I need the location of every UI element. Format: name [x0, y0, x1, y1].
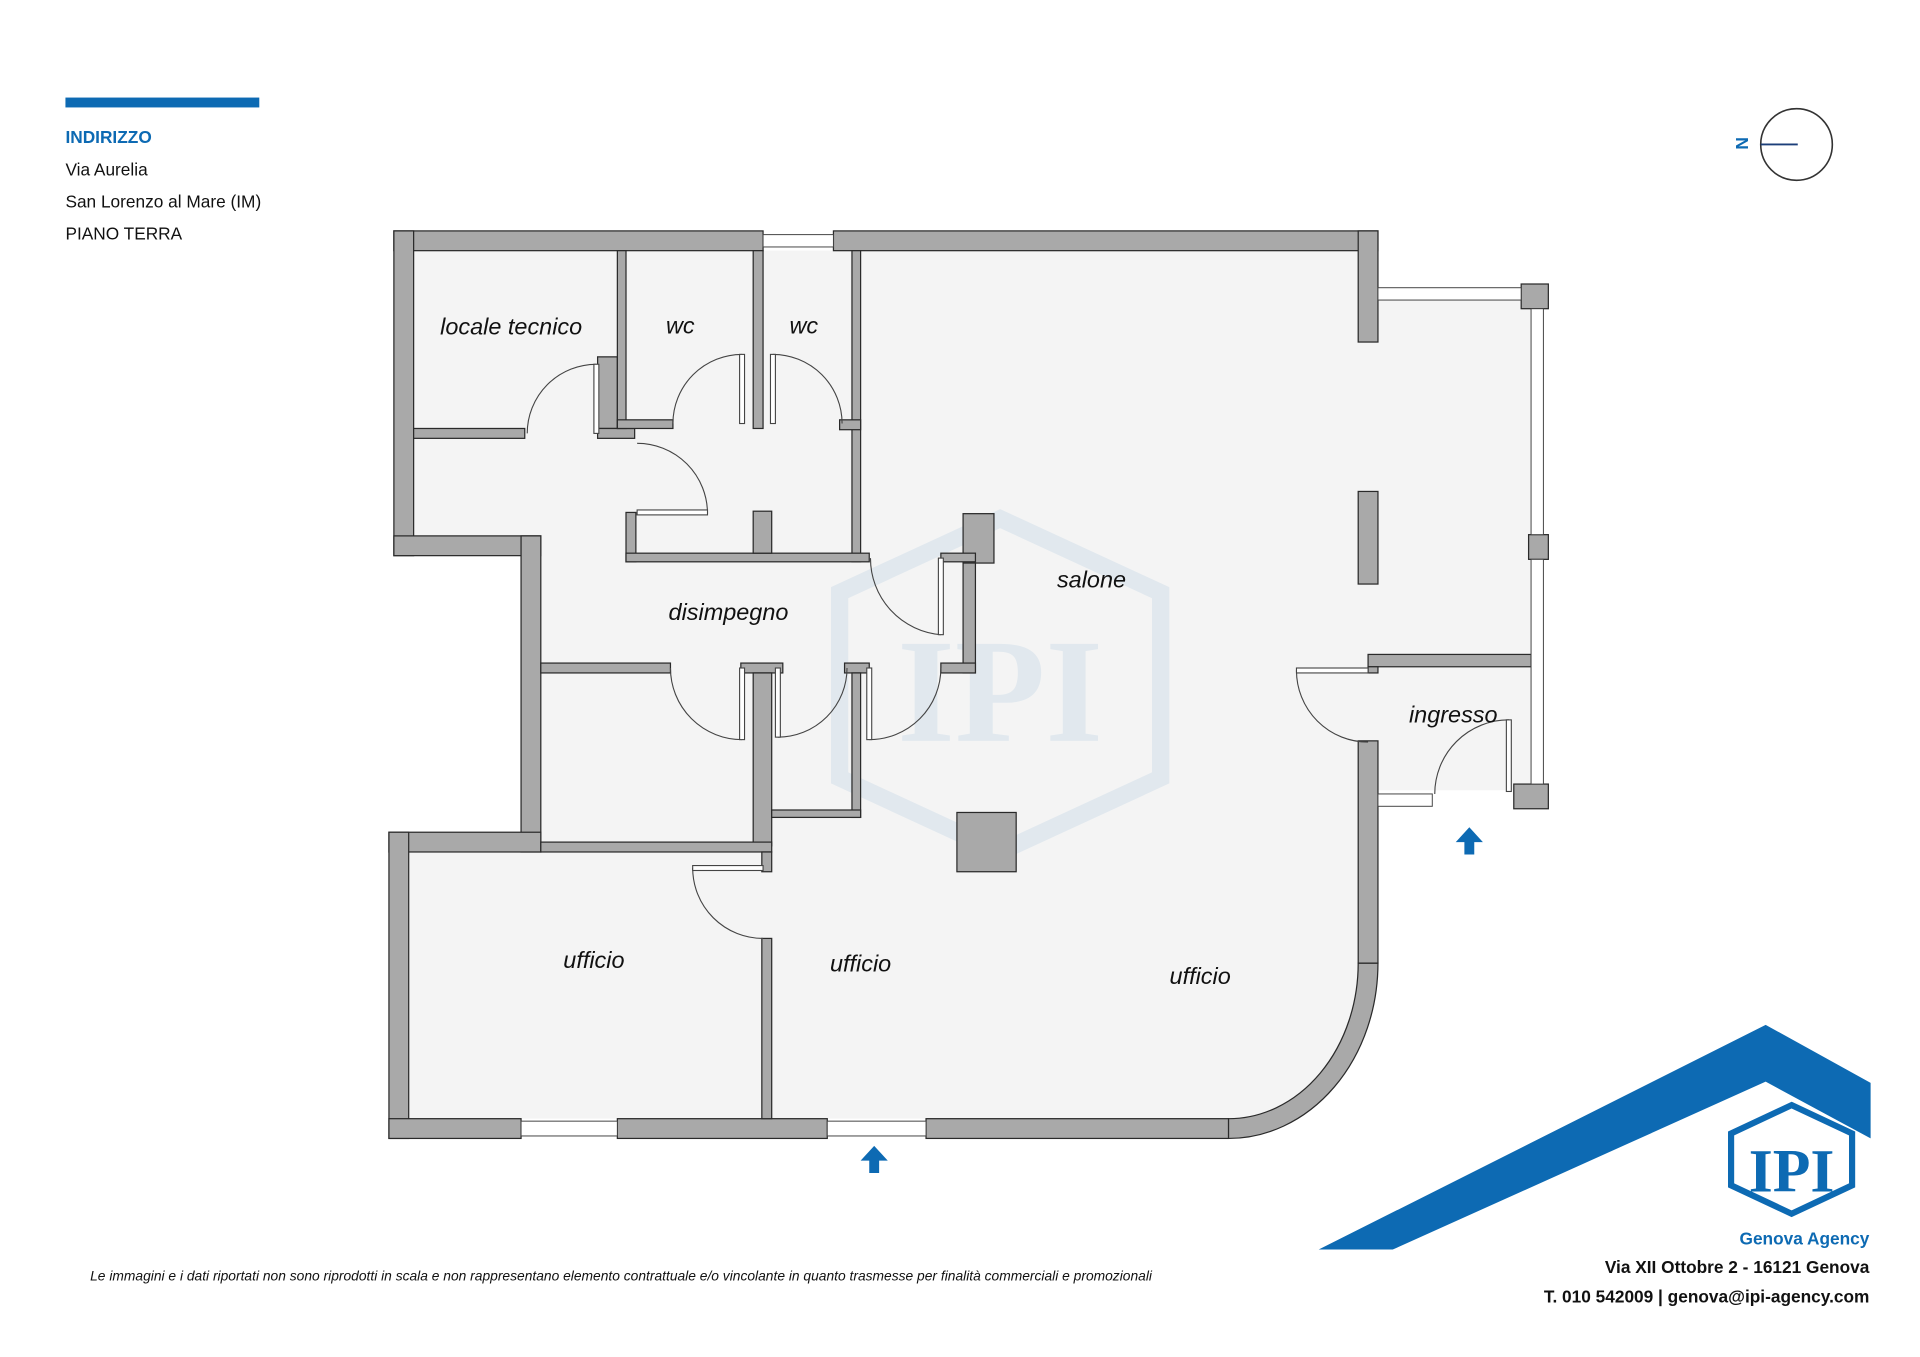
entrance-arrow-icon [1455, 827, 1483, 855]
svg-text:IPI: IPI [897, 610, 1103, 774]
doors [526, 353, 1512, 939]
agency-contact: T. 010 542009 | genova@ipi-agency.com [1544, 1287, 1870, 1307]
floor-level: PIANO TERRA [65, 224, 182, 244]
agency-address: Via XII Ottobre 2 - 16121 Genova [1605, 1257, 1870, 1277]
disclaimer-text: Le immagini e i dati riportati non sono … [90, 1267, 1153, 1283]
room-label-locale-tecnico: locale tecnico [440, 314, 582, 340]
structural-column [956, 811, 1017, 873]
walls [388, 230, 1549, 1140]
room-label-ufficio-2: ufficio [830, 951, 891, 977]
compass-icon: N [1732, 107, 1834, 182]
room-label-ingresso: ingresso [1409, 701, 1498, 727]
entrance-arrow-icon [860, 1145, 888, 1174]
address-city: San Lorenzo al Mare (IM) [65, 191, 261, 211]
logo-ipi-text: IPI [1749, 1138, 1835, 1206]
header-accent-bar [65, 97, 260, 108]
agency-logo: IPI [1318, 1024, 1871, 1250]
room-label-salone: salone [1057, 567, 1126, 593]
compass-north-label: N [1732, 137, 1752, 149]
agency-name: Genova Agency [1740, 1229, 1870, 1249]
address-street: Via Aurelia [65, 159, 148, 179]
address-heading: INDIRIZZO [65, 127, 151, 147]
room-label-ufficio-3: ufficio [1170, 963, 1231, 989]
floor-area [407, 250, 1532, 1119]
room-label-disimpegno: disimpegno [669, 599, 789, 625]
room-label-wc-2: wc [789, 312, 818, 338]
room-label-ufficio-1: ufficio [563, 947, 624, 973]
room-label-wc-1: wc [666, 312, 695, 338]
windows [520, 234, 1544, 1137]
